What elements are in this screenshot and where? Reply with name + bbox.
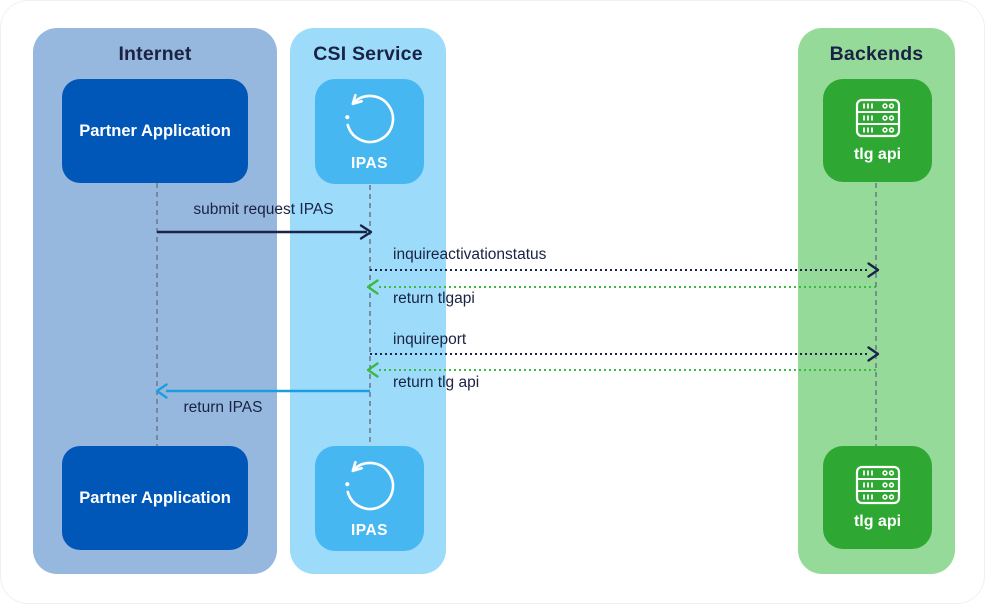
message-label-submit-request-ipas: submit request IPAS <box>193 201 334 218</box>
ipas-node-bottom: IPAS <box>315 446 424 551</box>
message-label-return-ipas: return IPAS <box>183 399 263 416</box>
message-label-inquireactivationstatus: inquireactivationstatus <box>393 246 547 263</box>
message-label-inquireport: inquireport <box>393 331 467 348</box>
lane-csi-service-title: CSI Service <box>313 43 423 65</box>
server-icon <box>855 465 900 504</box>
tlg-api-label: tlg api <box>853 145 902 163</box>
ipas-label: IPAS <box>350 155 389 172</box>
partner-application-label: Partner Application <box>79 121 231 140</box>
message-label-return-tlgapi: return tlgapi <box>393 290 475 307</box>
refresh-icon <box>344 93 394 144</box>
partner-application-label: Partner Application <box>79 488 231 507</box>
ipas-node-top: IPAS <box>315 79 424 184</box>
partner-application-node-bottom: Partner Application <box>62 446 248 550</box>
tlg-api-node-bottom: tlg api <box>823 446 932 549</box>
message-label-return-tlg-api: return tlg api <box>393 374 480 391</box>
tlg-api-node-top: tlg api <box>823 79 932 182</box>
ipas-label: IPAS <box>350 522 389 539</box>
server-icon <box>855 98 900 137</box>
lane-internet-title: Internet <box>118 43 192 65</box>
tlg-api-label: tlg api <box>853 512 902 530</box>
partner-application-node-top: Partner Application <box>62 79 248 183</box>
lane-backends-title: Backends <box>829 43 924 65</box>
refresh-icon <box>344 460 394 511</box>
